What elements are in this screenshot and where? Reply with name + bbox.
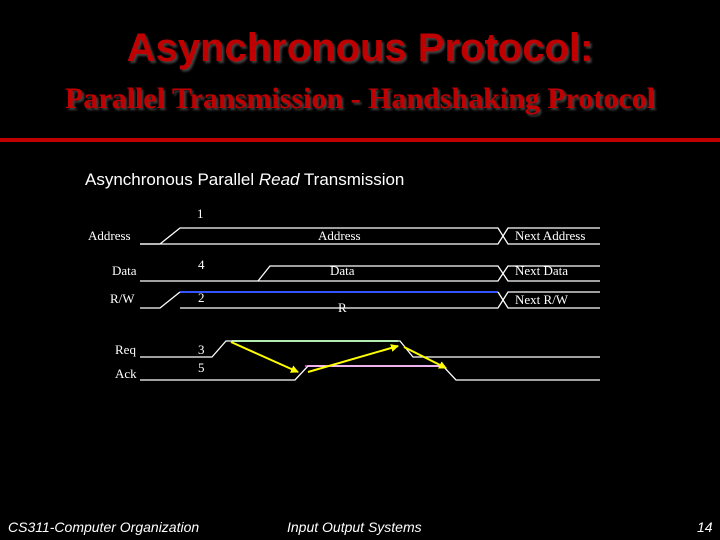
row-label-req: Req <box>115 342 136 357</box>
rw-next-value: Next R/W <box>515 292 569 307</box>
diagram-caption-emph: Read <box>258 170 300 189</box>
footer-course: CS311-Computer Organization <box>8 519 200 535</box>
row-label-address: Address <box>88 228 131 243</box>
diagram-caption-suffix: Transmission <box>299 170 405 189</box>
row-label-data: Data <box>112 263 137 278</box>
diagram-caption: Asynchronous Parallel Read Transmission <box>85 170 404 190</box>
footer-page-number: 14 <box>697 519 713 535</box>
step-label-4: 4 <box>198 257 205 272</box>
address-value: Address <box>318 228 361 243</box>
data-next-value: Next Data <box>515 263 568 278</box>
req-waveform <box>140 340 600 358</box>
address-waveform <box>140 227 600 245</box>
handshake-arrows <box>230 341 447 373</box>
step-label-2: 2 <box>198 290 205 305</box>
step-label-5: 5 <box>198 360 205 375</box>
rw-waveform <box>140 291 600 309</box>
diagram-caption-prefix: Asynchronous Parallel <box>85 170 259 189</box>
address-next-value: Next Address <box>515 228 585 243</box>
slide-subtitle: Parallel Transmission - Handshaking Prot… <box>64 82 656 115</box>
step-label-3: 3 <box>198 342 205 357</box>
ack-waveform <box>140 365 600 381</box>
data-value: Data <box>330 263 355 278</box>
step-label-1: 1 <box>197 206 204 221</box>
handshake-arrow-req-up-to-ack-up <box>230 341 299 373</box>
row-label-rw: R/W <box>110 291 135 306</box>
handshake-arrow-req-down-to-ack-down <box>403 346 447 369</box>
handshake-arrow-ack-up-to-req-down <box>307 344 399 373</box>
footer-topic: Input Output Systems <box>287 519 422 535</box>
rw-value: R <box>338 300 347 315</box>
row-label-ack: Ack <box>115 366 137 381</box>
title-divider <box>0 138 720 142</box>
data-waveform <box>140 265 600 282</box>
slide-title: Asynchronous Protocol: <box>126 26 594 70</box>
